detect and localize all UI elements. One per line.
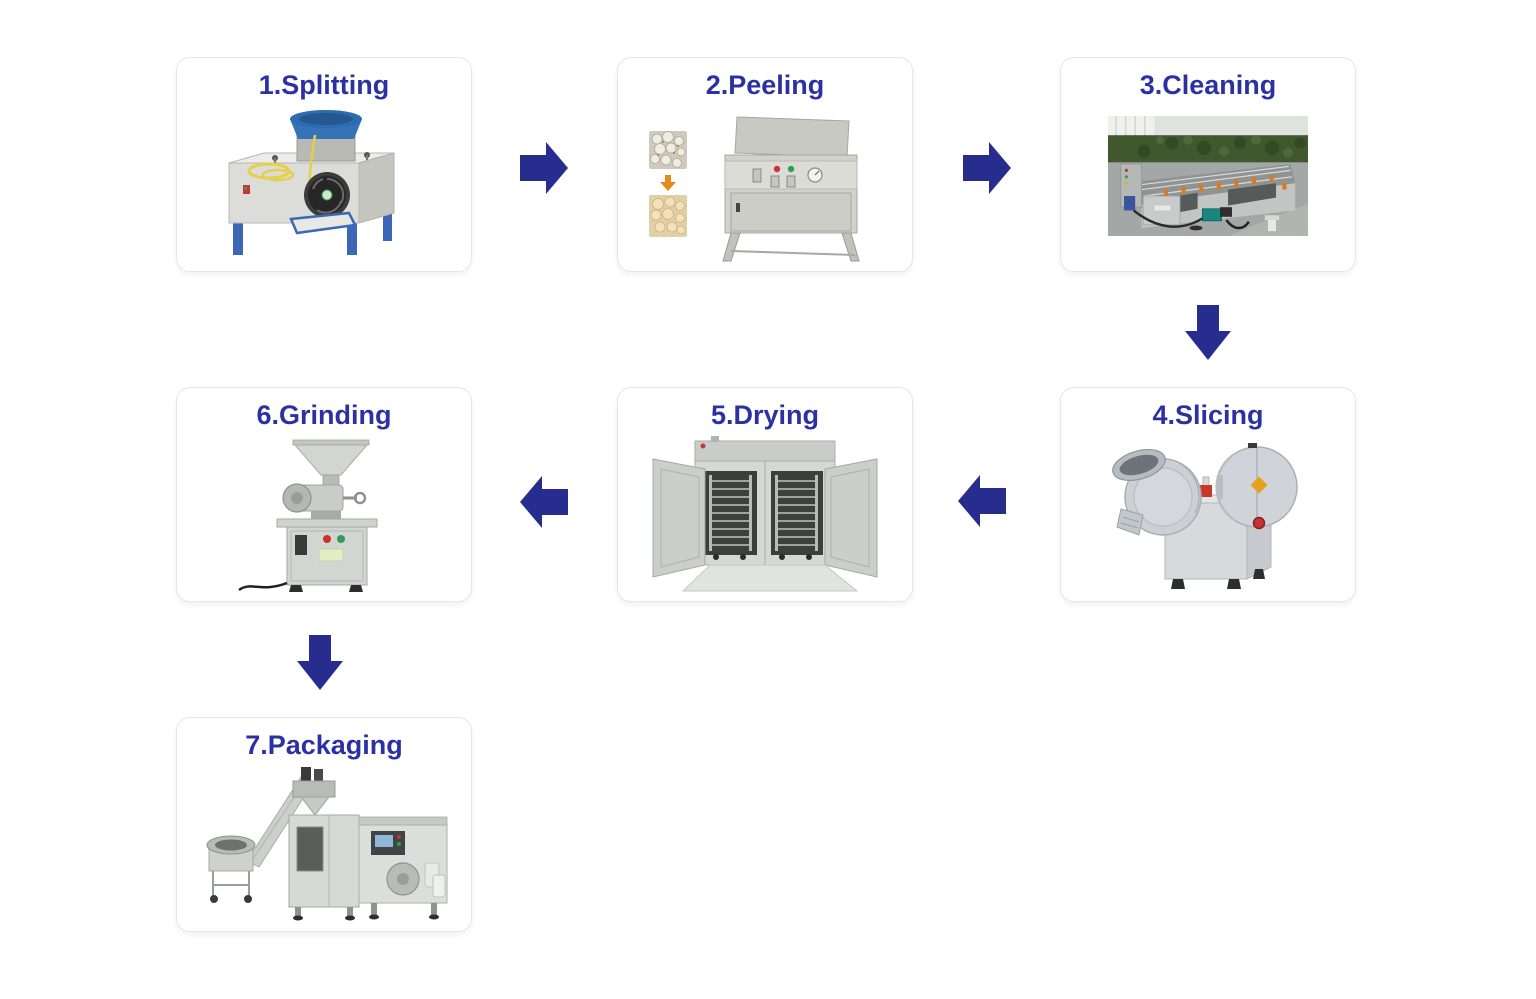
step-card-packaging: 7.Packaging	[176, 717, 472, 932]
flow-arrow-right-splitting-to-peeling	[520, 142, 568, 194]
step-card-cleaning: 3.Cleaning	[1060, 57, 1356, 272]
step-title-packaging: 7.Packaging	[245, 730, 403, 760]
flow-arrow-down-cleaning-to-slicing	[1185, 305, 1231, 360]
step-title-slicing: 4.Slicing	[1152, 400, 1264, 430]
garlic-grinding-machine-image	[238, 439, 378, 592]
garlic-peeling-machine-image	[649, 116, 860, 262]
step-title-splitting: 1.Splitting	[258, 70, 390, 100]
step-title-drying: 5.Drying	[710, 400, 820, 430]
step-card-splitting: 1.Splitting	[176, 57, 472, 272]
step-title-grinding: 6.Grinding	[256, 400, 392, 430]
garlic-packaging-line-image	[206, 766, 448, 921]
step-title-peeling: 2.Peeling	[705, 70, 825, 100]
flow-arrow-left-slicing-to-drying	[958, 475, 1006, 527]
garlic-slicing-machine-image	[1112, 442, 1298, 589]
garlic-splitting-machine-image	[228, 109, 395, 255]
step-title-cleaning: 3.Cleaning	[1139, 70, 1277, 100]
step-card-grinding: 6.Grinding	[176, 387, 472, 602]
flow-arrow-down-grinding-to-packaging	[297, 635, 343, 690]
step-card-peeling: 2.Peeling	[617, 57, 913, 272]
step-card-slicing: 4.Slicing	[1060, 387, 1356, 602]
garlic-cleaning-machine-photo	[1108, 115, 1308, 236]
step-card-drying: 5.Drying	[617, 387, 913, 602]
garlic-drying-oven-image	[652, 435, 878, 592]
flow-arrow-left-drying-to-grinding	[520, 476, 568, 528]
flow-arrow-right-peeling-to-cleaning	[963, 142, 1011, 194]
